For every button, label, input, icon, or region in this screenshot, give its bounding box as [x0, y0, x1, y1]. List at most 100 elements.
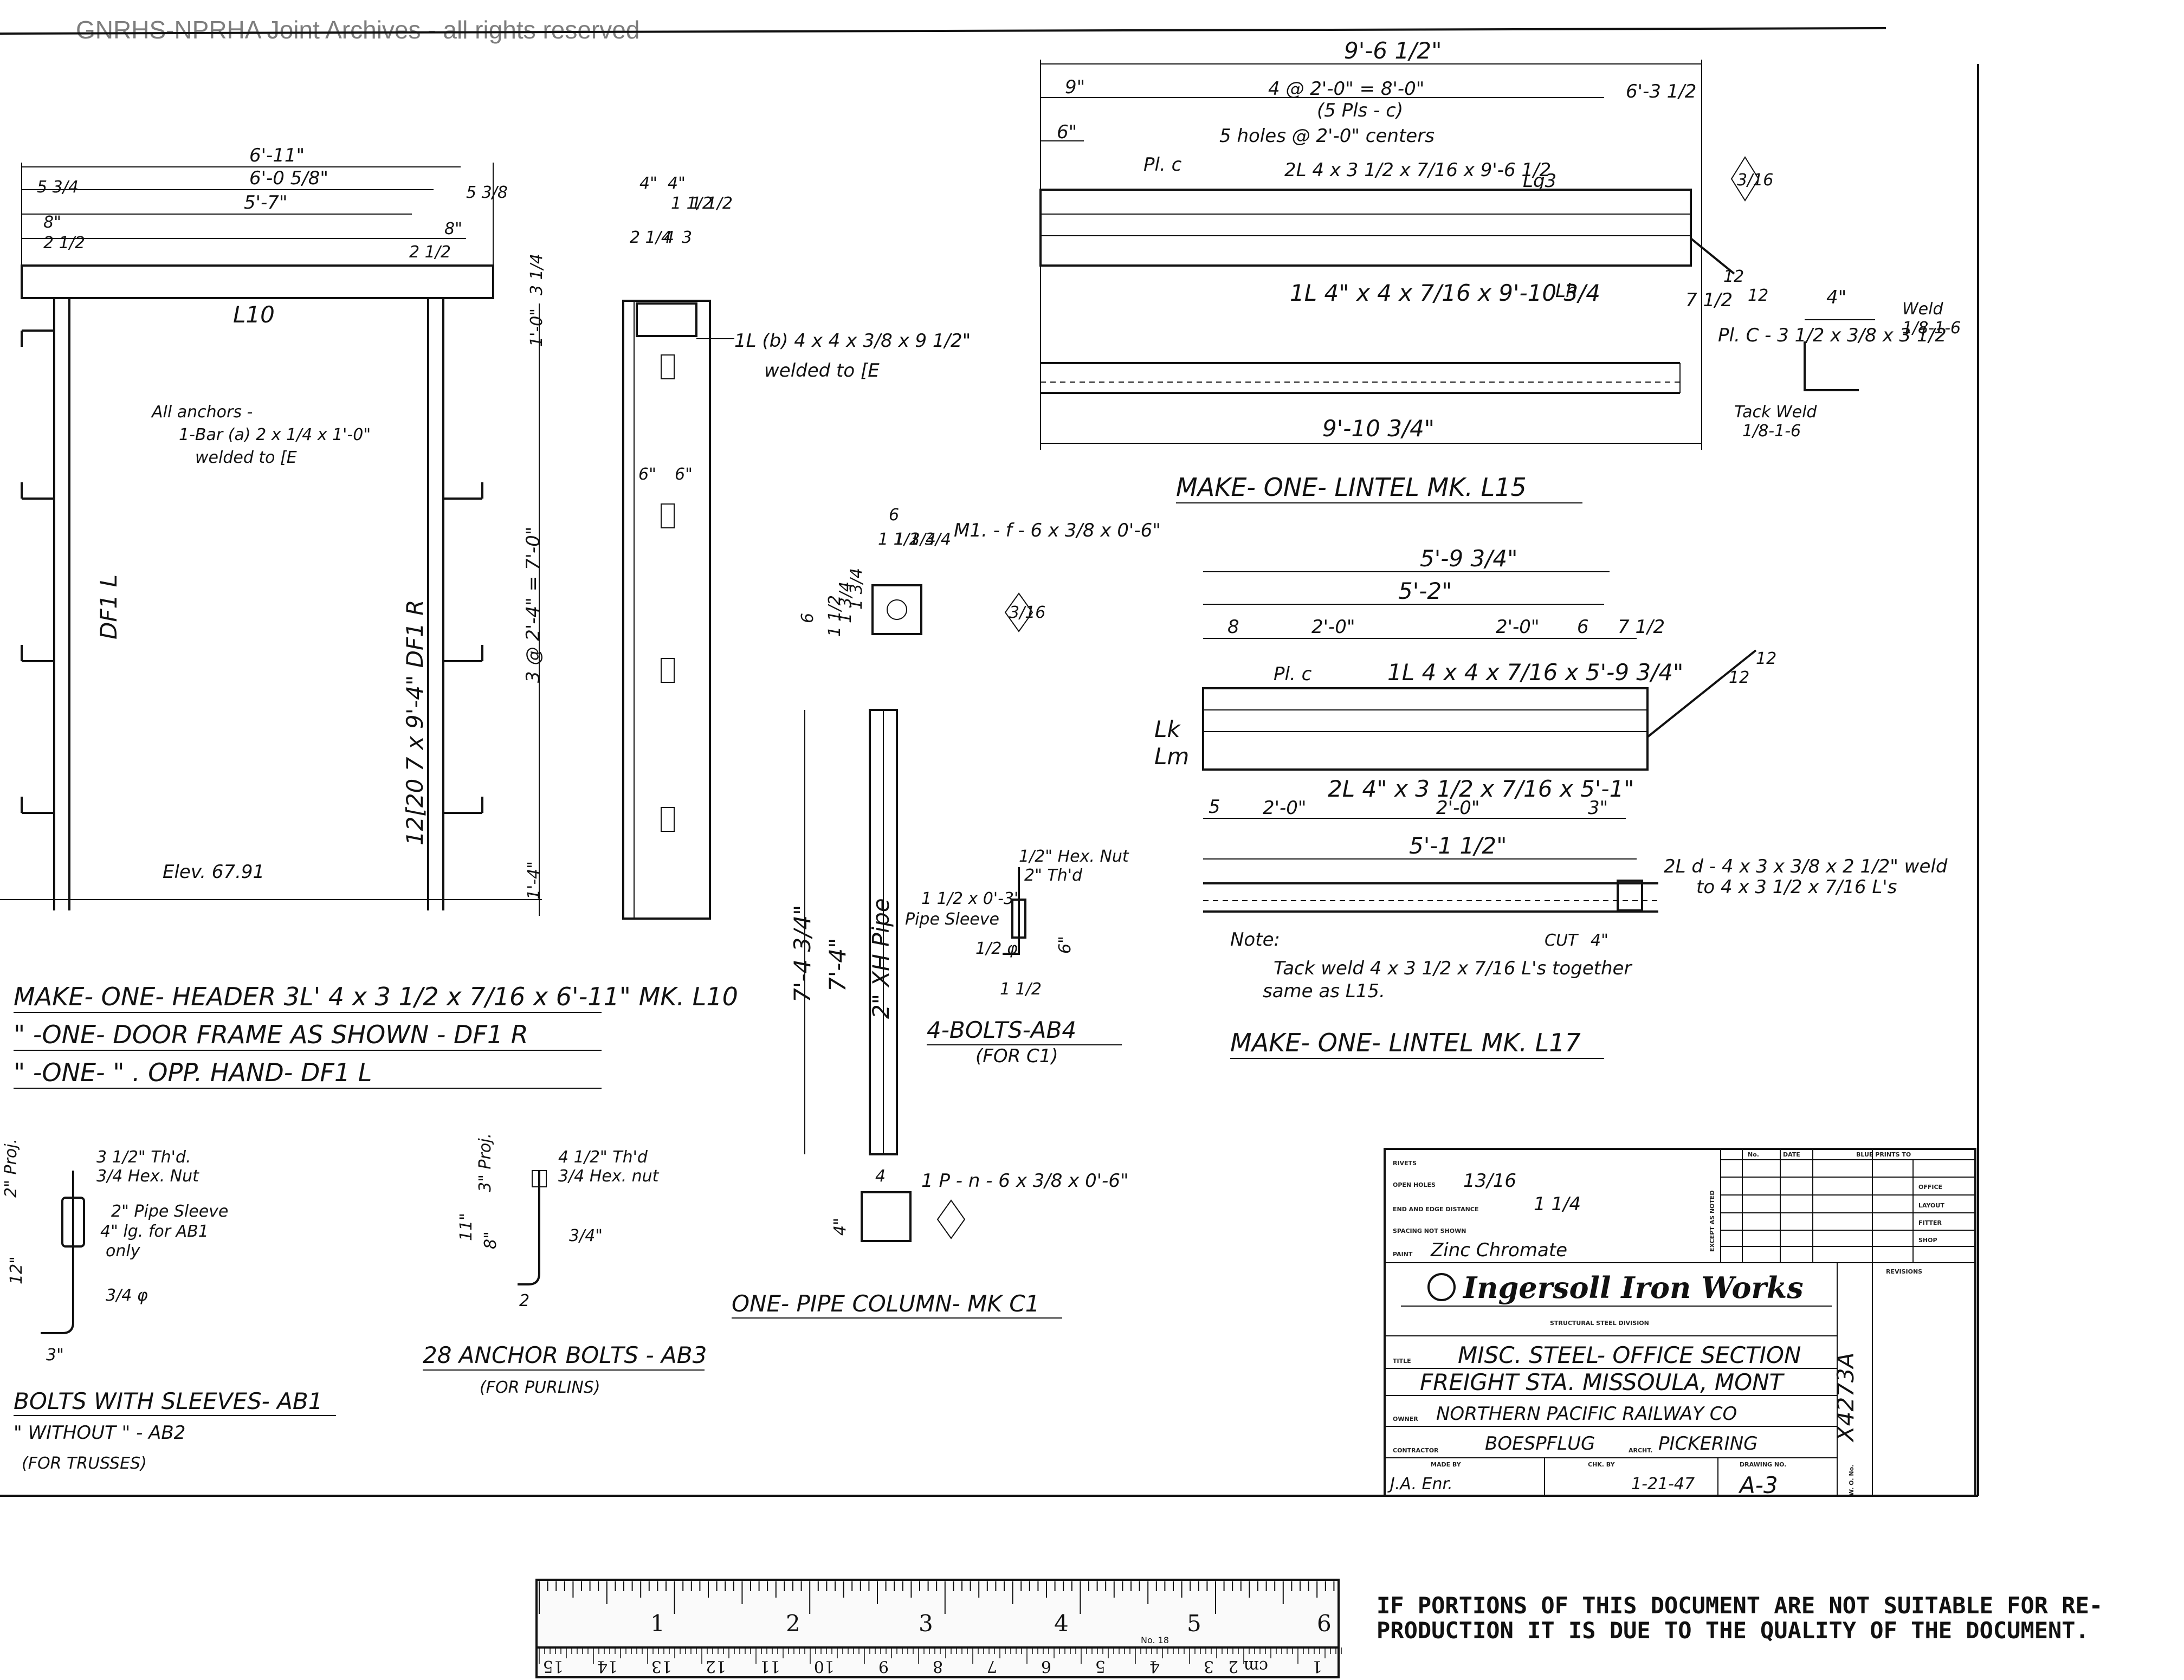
tb-dist-layout: LAYOUT: [1918, 1202, 1944, 1209]
l15-title: MAKE- ONE- LINTEL MK. L15: [1176, 473, 1527, 502]
l15-weld-size: 1/8-1-6: [1902, 319, 1961, 338]
l15-holes-note: 5 holes @ 2'-0" centers: [1219, 125, 1435, 147]
tb-rivets-label: RIVETS: [1393, 1160, 1417, 1167]
col-height-inner: 7'-4": [824, 938, 851, 992]
l17-dim-7: 7 1/2: [1618, 616, 1665, 638]
l15-tack-weld-size: 1/8-1-6: [1742, 422, 1801, 441]
ab3-dia: 3/4": [569, 1226, 603, 1245]
l15-clip-4: 4": [1826, 287, 1846, 308]
l15-lh: Lh: [1555, 280, 1578, 302]
ab1-proj: 2" Proj.: [2, 1139, 21, 1198]
l17-clip-note-1: 2L d - 4 x 3 x 3/8 x 2 1/2" weld: [1664, 856, 1948, 877]
angle-note-2: welded to [E: [764, 360, 880, 382]
ab4-note-dia: 1/2 φ: [975, 939, 1018, 958]
ab3-proj: 3" Proj.: [476, 1133, 495, 1192]
l17-cut-dim: 4": [1591, 931, 1608, 950]
l17-bdim-2a: 2'-0": [1263, 797, 1307, 819]
dim-left-8: 8": [43, 213, 61, 232]
side-dim-4a: 4": [639, 174, 657, 193]
dim-left-edge: 5 3/4: [37, 178, 79, 197]
l15-dim-bottom: 9'-10 3/4": [1322, 415, 1435, 442]
anchor-bars: [21, 329, 483, 814]
side-dim-1a: 1 1/2: [671, 194, 713, 213]
dim-right-edge: 5 3/8: [466, 183, 508, 202]
l17-title: MAKE- ONE- LINTEL MK. L17: [1230, 1028, 1581, 1057]
ruler-inch-4: 4: [1054, 1610, 1069, 1637]
col-vdim-1a: 1 1/2: [825, 595, 844, 637]
side-vdim-bottom: 1'-4": [525, 861, 544, 900]
side-dim-4c: 4: [664, 228, 674, 247]
l17-note-2: same as L15.: [1263, 980, 1385, 1002]
col-base-dim-4: 4: [875, 1167, 886, 1186]
tb-wo-number: X4273A: [1832, 1353, 1859, 1443]
ruler-cm-15: 15: [543, 1657, 564, 1676]
column-top-plate: [871, 584, 922, 635]
sheet-top-border: [0, 27, 1886, 35]
ruler-cm-10: 10: [814, 1657, 835, 1676]
l17-cut-label: CUT: [1545, 931, 1579, 950]
tb-archt-label: ARCHT.: [1629, 1447, 1652, 1454]
l17-lm: Lm: [1154, 743, 1189, 770]
l15-upper-angles: 2L 4 x 3 1/2 x 7/16 x 9'-6 1/2: [1284, 159, 1551, 181]
l15-dim-right: 6'-3 1/2: [1626, 81, 1696, 102]
l15-dim-7: 7 1/2: [1685, 289, 1733, 311]
ruler-cm-9: 9: [878, 1657, 889, 1676]
ab1-length: 12": [7, 1256, 26, 1284]
l17-dim-2b: 2'-0": [1496, 616, 1540, 638]
col-dim-1a: 1 1/2: [878, 530, 920, 549]
tb-col-no: No.: [1748, 1151, 1759, 1158]
ruler-inch-5: 5: [1187, 1610, 1201, 1637]
l15-dim-6: 6": [1057, 121, 1077, 143]
tb-title-line1: MISC. STEEL- OFFICE SECTION: [1458, 1342, 1801, 1368]
l15-dim-spacing: 4 @ 2'-0" = 8'-0": [1268, 78, 1424, 100]
ruler-inch-6: 6: [1317, 1610, 1332, 1637]
anchors-note-3: welded to [E: [195, 448, 297, 467]
tb-date: 1-21-47: [1631, 1475, 1695, 1494]
l17-note-label: Note:: [1230, 929, 1280, 951]
ab4-note-foot: 1 1/2: [1000, 980, 1042, 999]
l17-dim-overall: 5'-9 3/4": [1420, 545, 1517, 572]
tb-col-blue-prints: BLUE PRINTS TO: [1856, 1151, 1911, 1158]
tb-spacing-label: SPACING NOT SHOWN: [1393, 1227, 1466, 1235]
l17-note-1: Tack weld 4 x 3 1/2 x 7/16 L's together: [1274, 958, 1632, 979]
l15-lower-angle: 1L 4" x 4 x 7/16 x 9'-10 3/4: [1290, 280, 1600, 306]
bolt-ab1-detail: 2" Proj. 3 1/2" Th'd. 3/4 Hex. Nut 2" Pi…: [2, 1139, 336, 1473]
l15-lg3: Lg3: [1523, 170, 1556, 192]
l17-bdim-3: 3": [1588, 797, 1608, 819]
tb-end-edge-label: END AND EDGE DISTANCE: [1393, 1206, 1478, 1213]
col-weld-symbol: 3/16: [1009, 603, 1045, 622]
dim-header-clear: 5'-7": [244, 192, 288, 214]
ruler-cm-scale: 1 cm 2 3 4 5 6 7 8 9 10 11 12 13 14 15: [543, 1657, 1322, 1676]
l17-clip-note-2: to 4 x 3 1/2 x 7/16 L's: [1696, 876, 1897, 898]
side-mid-6a: 6": [638, 465, 656, 484]
l17-lk: Lk: [1154, 716, 1181, 742]
dim-left-2: 2 1/2: [43, 234, 85, 253]
l17-pl-c: Pl. c: [1274, 663, 1312, 685]
lintel-l15-detail: 9'-6 1/2" 9" 4 @ 2'-0" = 8'-0" (5 Pls - …: [1039, 37, 1961, 503]
side-dim-3: 3: [682, 228, 692, 247]
col-vdim-1c: 1 3/4: [847, 568, 866, 610]
ab1-for-trusses: (FOR TRUSSES): [22, 1454, 147, 1473]
measuring-ruler: 1 2 3 4 5 6 No. 18 1 cm 2 3 4 5 6 7 8 9 …: [535, 1579, 1342, 1678]
dim-header-length: 6'-11": [249, 145, 305, 166]
col-pipe-label: 2" XH Pipe: [868, 898, 894, 1019]
lintel-l17-detail: 5'-9 3/4" 5'-2" 8 2'-0" 2'-0" 6 7 1/2 Pl…: [1154, 545, 1948, 1059]
pipe-column-title: ONE- PIPE COLUMN- MK C1: [732, 1290, 1039, 1317]
angle-note-1: 1L (b) 4 x 4 x 3/8 x 9 1/2": [734, 330, 971, 352]
tb-title-label: TITLE: [1393, 1358, 1411, 1365]
tb-drawing-no: A-3: [1738, 1472, 1778, 1498]
l15-weld-label: Weld: [1902, 300, 1943, 319]
tb-archt: PICKERING: [1658, 1433, 1757, 1455]
ab4-note-length: 6": [1056, 936, 1075, 954]
tb-division: STRUCTURAL STEEL DIVISION: [1550, 1320, 1649, 1327]
side-vdim-1ft: 1'-0": [527, 308, 546, 347]
col-height-outer: 7'-4 3/4": [789, 905, 816, 1003]
ab4-for-c1: (FOR C1): [975, 1045, 1058, 1067]
col-vdim-6: 6: [798, 613, 817, 623]
tb-col-date: DATE: [1783, 1151, 1800, 1158]
side-dim-4b: 4": [668, 174, 686, 193]
side-dim-2: 2 1/4: [630, 228, 671, 247]
l15-slope-b: 12: [1748, 286, 1768, 305]
side-vdim-spacing: 3 @ 2'-4" = 7'-0": [522, 527, 544, 683]
pipe-column-detail: 6 1 1/2 1 3/4 1 3/4 6 1 1/2 1 3/4 1 3/4 …: [732, 506, 1161, 1319]
